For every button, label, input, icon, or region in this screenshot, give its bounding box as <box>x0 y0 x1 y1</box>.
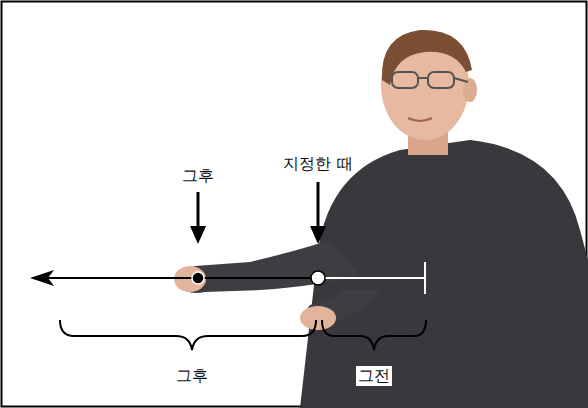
time-label: 그후 <box>180 166 216 185</box>
time-label: 지정한 때 <box>281 154 354 173</box>
brackets <box>60 320 426 350</box>
range-label: 그후 <box>174 366 210 385</box>
timeline <box>30 262 425 294</box>
range-label: 그전 <box>356 366 392 385</box>
pointer-arrows <box>190 182 326 244</box>
presenter-figure <box>174 30 588 408</box>
